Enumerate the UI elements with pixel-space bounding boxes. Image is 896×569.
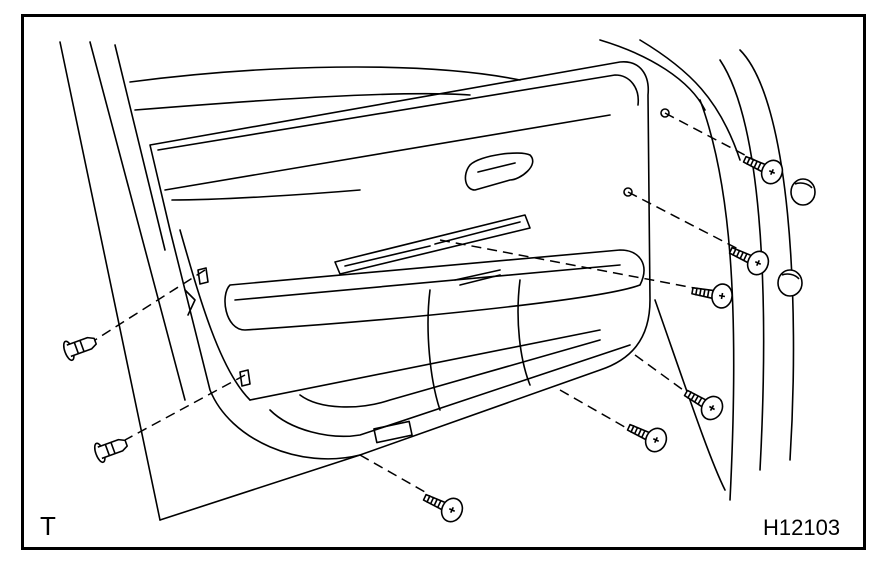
screw-holes bbox=[623, 108, 670, 197]
corner-letter: T bbox=[40, 511, 56, 541]
figure-code: H12103 bbox=[763, 515, 841, 540]
leader-lines bbox=[94, 112, 761, 493]
inside-handle-recess bbox=[464, 152, 534, 191]
screw-icon bbox=[422, 493, 464, 523]
screw-cap-icon bbox=[777, 269, 803, 297]
screw-icon bbox=[728, 246, 770, 276]
window-switch-panel bbox=[334, 214, 531, 286]
clip-holes bbox=[184, 267, 251, 387]
clip-icon bbox=[93, 438, 128, 464]
window-glass bbox=[129, 66, 521, 111]
clip-icon bbox=[62, 336, 97, 362]
screw-icon bbox=[742, 155, 784, 185]
screw-icon bbox=[626, 423, 668, 453]
screw-cap-icon bbox=[790, 178, 816, 206]
door-trim-board bbox=[149, 61, 651, 460]
door-frame-outline bbox=[59, 39, 795, 521]
screw-icon bbox=[691, 283, 733, 309]
lower-reflector bbox=[373, 420, 413, 444]
screw-icon bbox=[683, 389, 724, 421]
armrest bbox=[224, 249, 645, 411]
